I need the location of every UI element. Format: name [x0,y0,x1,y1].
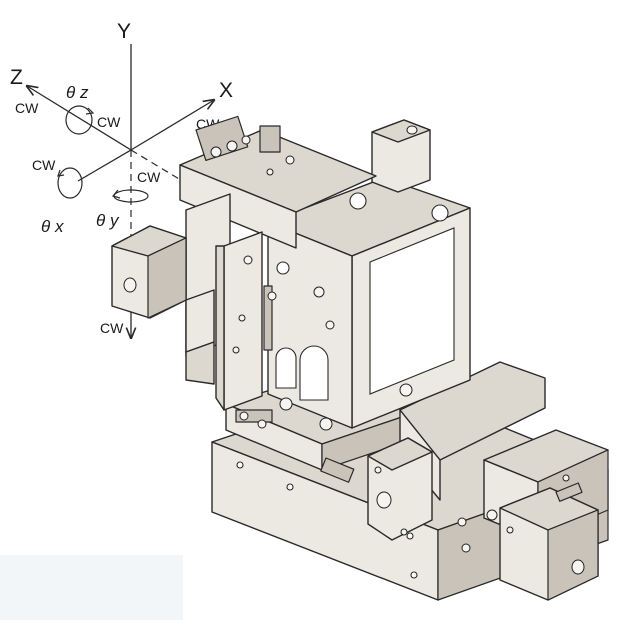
theta-z-arrowhead [85,107,95,115]
x-axis-line [130,100,214,151]
z-axis-line [27,86,132,151]
cw-label-y-down: CW [100,320,124,336]
z-negative-line [130,149,215,201]
left-support-column [185,289,215,385]
cw-label-z-right: CW [97,114,121,130]
top-rear-motor [371,119,431,193]
left-motor [111,225,187,319]
theta-x-label: θ x [41,217,64,236]
six-axis-stage-drawing [111,115,609,601]
theta-x-rotation-arrow [57,167,83,199]
rotation-frame [267,177,471,431]
x-negative-line [77,149,132,182]
cw-label-theta-x: CW [32,157,56,173]
x-axis-label: X [219,79,233,102]
upper-gear-section [179,115,377,249]
theta-z-label: θ z [66,83,89,102]
z-axis-label: Z [10,66,23,89]
coordinate-axes: Y X Z θ z CW CW CW CW θ x CW θ y CW [10,20,233,338]
theta-y-arrowhead [111,189,121,199]
watermark-panel [0,555,183,620]
theta-y-label: θ y [96,211,120,230]
left-y-stage [185,193,277,411]
right-motor-assembly [457,429,609,601]
theta-x-arrowhead [57,169,65,177]
y-axis-label: Y [117,20,131,43]
front-motor-assembly [367,361,546,541]
cw-label-theta-y: CW [137,169,161,185]
cw-label-z-left: CW [15,100,39,116]
theta-z-rotation-arrow [65,105,93,135]
